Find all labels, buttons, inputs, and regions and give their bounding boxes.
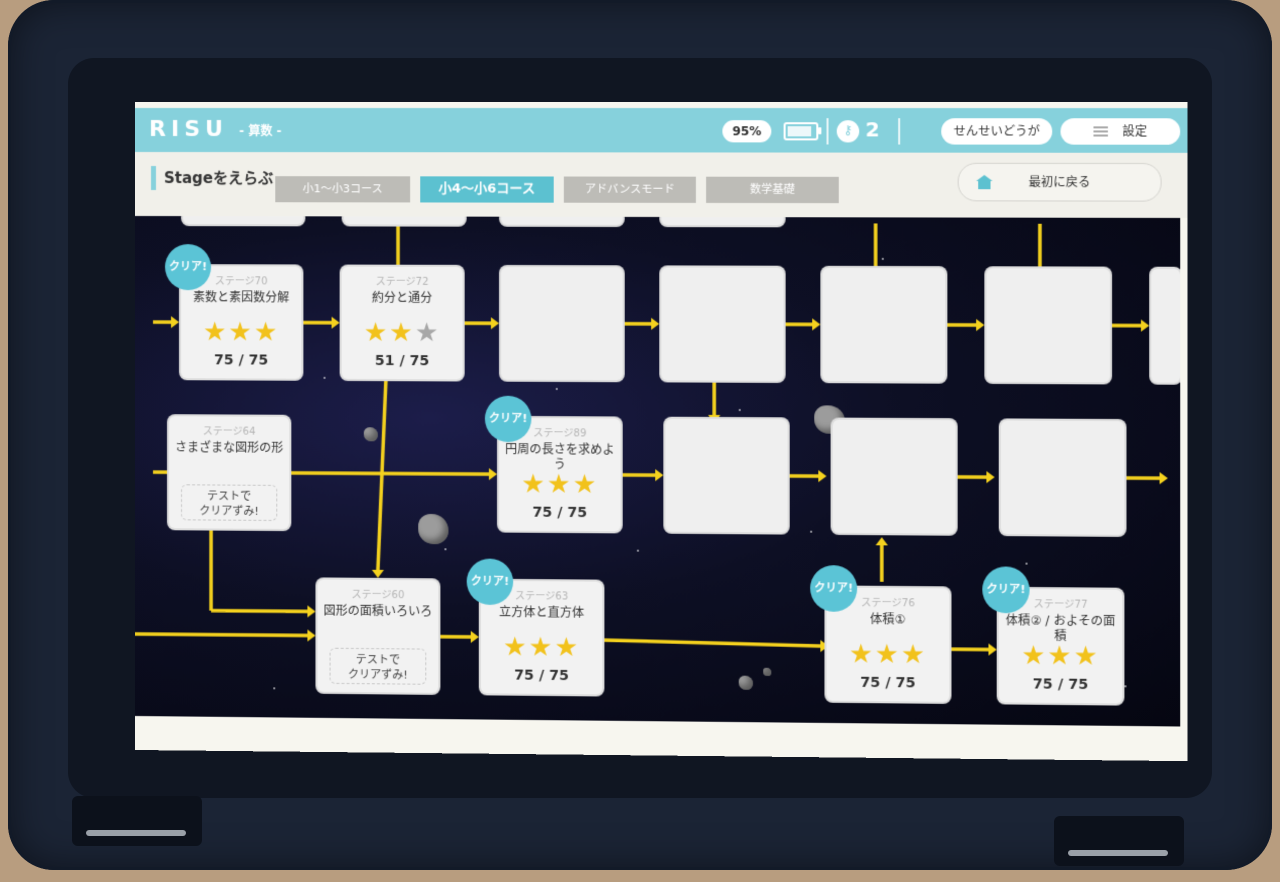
stage-name: さまざまな図形の形 (175, 440, 284, 455)
stage-card-locked[interactable] (1000, 420, 1125, 535)
cleared-badge: クリア! (466, 558, 514, 606)
speaker-grille-right (1054, 816, 1184, 866)
back-button-label: 最初に戻る (1028, 175, 1091, 190)
stage-card-locked[interactable] (501, 266, 623, 381)
stage-select-bar: Stageをえらぶ 小1〜小3コース 小4〜小6コース アドバンスモード 数学基… (135, 152, 1188, 218)
stage-name: 図形の面積いろいろ (323, 603, 433, 619)
page-title: Stageをえらぶ (150, 166, 274, 191)
stage-name: 約分と通分 (371, 290, 433, 305)
stage-card-locked[interactable] (1151, 268, 1181, 383)
stage-name: 円周の長さを求めよう (505, 442, 615, 472)
stage-score: 75 / 75 (860, 674, 916, 692)
app-screen: RISU - 算数 - 95% ⚷ 2 せんせいどうが 設定 Stageをえらぶ… (135, 102, 1188, 762)
cleared-badge: クリア! (982, 566, 1030, 614)
star-rating: ★★★ (503, 632, 581, 664)
divider (898, 118, 901, 145)
stage-name: 立方体と直方体 (499, 604, 585, 620)
stage-number: ステージ60 (351, 589, 405, 602)
stage-number: ステージ64 (202, 426, 256, 438)
star (1124, 685, 1127, 688)
speaker-grille-left (72, 796, 202, 846)
stage-name: 体積① (870, 612, 906, 627)
stage-card-partial (501, 215, 623, 225)
back-to-start-button[interactable]: 最初に戻る (957, 162, 1162, 202)
cleared-badge: クリア! (810, 565, 858, 612)
star-rating: ★★★ (521, 469, 599, 500)
stage-card-60[interactable]: ステージ60 図形の面積いろいろ テストで クリアずみ! (317, 579, 439, 693)
stage-card-locked[interactable] (822, 267, 946, 382)
stage-card-partial (183, 215, 304, 225)
star (444, 548, 447, 551)
star-rating: ★★★ (849, 639, 927, 671)
subject-label: - 算数 - (239, 124, 282, 139)
stage-card-locked[interactable] (661, 267, 784, 381)
star-rating: ★★★ (203, 317, 280, 348)
test-cleared-label: テストで クリアずみ! (181, 484, 278, 521)
battery-icon (783, 122, 819, 141)
stage-card-locked[interactable] (832, 419, 956, 534)
app-logo: RISU (148, 117, 228, 143)
star-rating: ★★★ (363, 317, 441, 349)
key-count: 2 (865, 117, 880, 142)
star (1025, 562, 1028, 565)
star (881, 257, 884, 260)
stage-score: 75 / 75 (214, 352, 269, 369)
tab-grade-1-3[interactable]: 小1〜小3コース (275, 176, 411, 203)
star (810, 530, 813, 533)
star (323, 376, 326, 379)
stage-number: ステージ72 (375, 276, 429, 288)
stage-score: 51 / 75 (374, 352, 430, 370)
cleared-badge: クリア! (484, 395, 532, 443)
stage-card-locked[interactable] (665, 418, 788, 533)
menu-icon (1093, 126, 1108, 137)
stage-card-locked[interactable] (986, 268, 1110, 383)
key-icon: ⚷ (836, 120, 860, 143)
stage-card-partial (343, 215, 465, 225)
stage-map[interactable]: ステージ70 素数と素因数分解 ★★★ 75 / 75 クリア! ステージ72 … (135, 215, 1181, 727)
settings-button[interactable]: 設定 (1060, 118, 1181, 145)
tab-advance-mode[interactable]: アドバンスモード (563, 176, 696, 203)
stage-card-partial (661, 215, 784, 226)
star (273, 687, 276, 690)
tab-math-basics[interactable]: 数学基礎 (706, 176, 839, 204)
star-rating: ★★★ (1021, 640, 1100, 672)
stage-score: 75 / 75 (532, 504, 588, 522)
battery-percent: 95% (722, 120, 772, 143)
star (636, 549, 639, 552)
star (555, 387, 558, 390)
asteroid (763, 667, 772, 676)
test-cleared-label: テストで クリアずみ! (329, 647, 427, 685)
divider (826, 118, 829, 145)
cleared-badge: クリア! (165, 244, 212, 291)
asteroid (418, 513, 449, 545)
teacher-video-button[interactable]: せんせいどうが (941, 118, 1053, 145)
asteroid (363, 427, 378, 442)
stage-score: 75 / 75 (1032, 676, 1089, 694)
stage-score: 75 / 75 (514, 667, 569, 685)
top-bar: RISU - 算数 - 95% ⚷ 2 せんせいどうが 設定 (135, 108, 1188, 153)
settings-label: 設定 (1122, 124, 1148, 139)
stage-name: 素数と素因数分解 (193, 290, 290, 305)
star (738, 409, 741, 412)
stage-card-72[interactable]: ステージ72 約分と通分 ★★★ 51 / 75 (341, 266, 463, 380)
tab-grade-4-6[interactable]: 小4〜小6コース (420, 176, 554, 203)
asteroid (738, 675, 753, 690)
stage-card-64[interactable]: ステージ64 さまざまな図形の形 テストで クリアずみ! (169, 416, 290, 530)
